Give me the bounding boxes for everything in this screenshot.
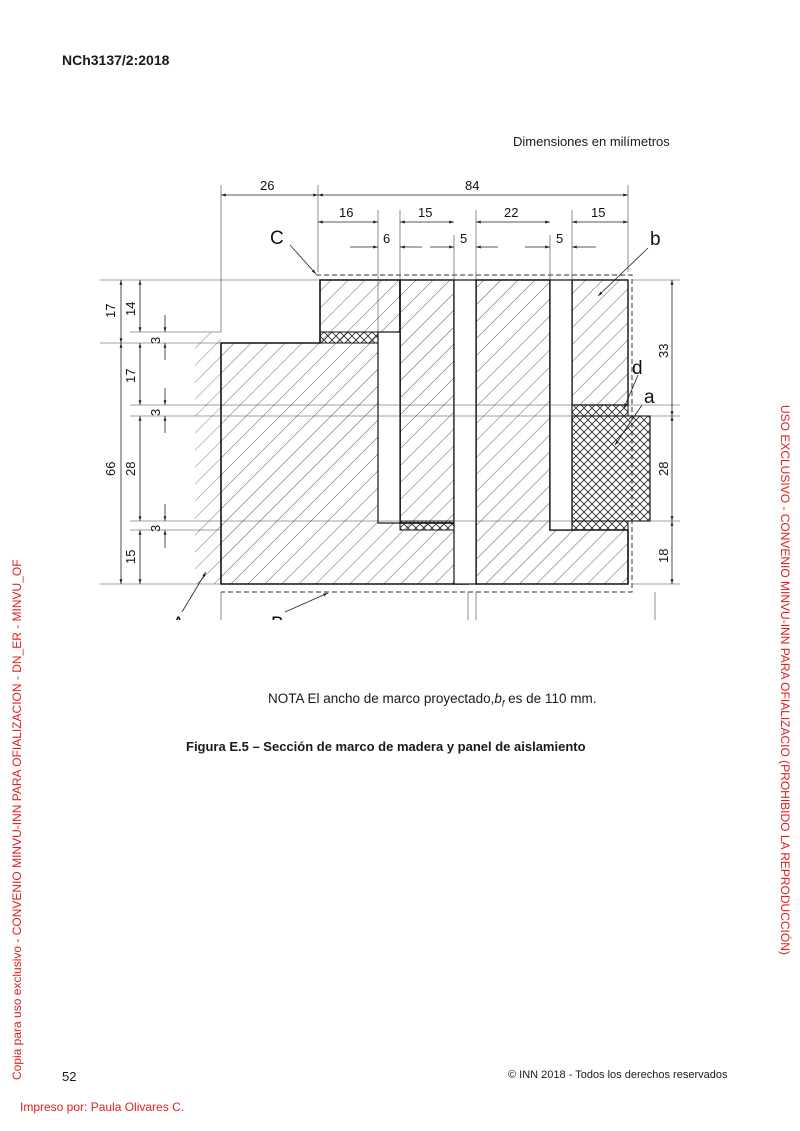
dim-5b: 5 bbox=[556, 231, 563, 246]
label-b: b bbox=[650, 229, 661, 250]
page-number: 52 bbox=[62, 1069, 77, 1084]
dim-15b: 15 bbox=[591, 205, 605, 220]
note-symbol: b bbox=[494, 691, 502, 706]
dim-top-84: 84 bbox=[465, 178, 479, 193]
dim-left-28: 28 bbox=[123, 462, 138, 476]
figure-note: NOTA El ancho de marco proyectado,bf es … bbox=[268, 691, 596, 709]
dim-5a: 5 bbox=[460, 231, 467, 246]
label-a: a bbox=[644, 387, 655, 408]
dim-15a: 15 bbox=[418, 205, 432, 220]
copyright: © INN 2018 - Todos los derechos reservad… bbox=[508, 1069, 728, 1081]
dim-left-3b: 3 bbox=[148, 409, 163, 416]
label-C: C bbox=[270, 228, 284, 249]
frame-middle-strip bbox=[399, 279, 455, 524]
dim-22: 22 bbox=[504, 205, 518, 220]
watermark-left: Copia para uso exclusivo - CONVENIO MINV… bbox=[10, 559, 24, 1080]
seal-upper-panel bbox=[571, 404, 629, 417]
dim-left-14: 14 bbox=[123, 302, 138, 316]
dim-left-3c: 3 bbox=[148, 525, 163, 532]
note-prefix: NOTA El ancho de marco proyectado, bbox=[268, 691, 495, 706]
watermark-right: USO EXCLUSIVO - CONVENIO MINVU-INN PARA … bbox=[778, 405, 792, 955]
dim-16: 16 bbox=[339, 205, 353, 220]
dim-right-33: 33 bbox=[656, 344, 671, 358]
insulation-panel bbox=[571, 415, 651, 522]
seal-bottom bbox=[399, 520, 455, 531]
note-suffix: es de 110 mm. bbox=[504, 691, 597, 706]
dim-left-66: 66 bbox=[103, 462, 118, 476]
dim-left-17: 17 bbox=[103, 304, 118, 318]
section-drawing: 26 84 16 15 22 15 6 5 5 63 42 17 14 3 17… bbox=[100, 178, 680, 620]
dim-left-17b: 17 bbox=[123, 369, 138, 383]
label-d: d bbox=[632, 358, 643, 379]
dim-left-3a: 3 bbox=[148, 337, 163, 344]
seal-top bbox=[319, 331, 379, 344]
figure-caption: Figura E.5 – Sección de marco de madera … bbox=[186, 739, 586, 754]
label-A: A bbox=[172, 614, 185, 620]
document-code: NCh3137/2:2018 bbox=[62, 52, 170, 68]
label-B: B bbox=[271, 614, 284, 620]
dim-top-26: 26 bbox=[260, 178, 274, 193]
dim-right-18: 18 bbox=[656, 549, 671, 563]
dim-left-15: 15 bbox=[123, 550, 138, 564]
wall-hatch bbox=[195, 332, 221, 584]
frame-right-upper bbox=[571, 279, 629, 406]
units-note: Dimensiones en milímetros bbox=[513, 134, 670, 149]
dim-6: 6 bbox=[383, 231, 390, 246]
printed-by: Impreso por: Paula Olivares C. bbox=[20, 1100, 185, 1114]
note-subscript: f bbox=[501, 698, 505, 709]
dim-right-28: 28 bbox=[656, 462, 671, 476]
